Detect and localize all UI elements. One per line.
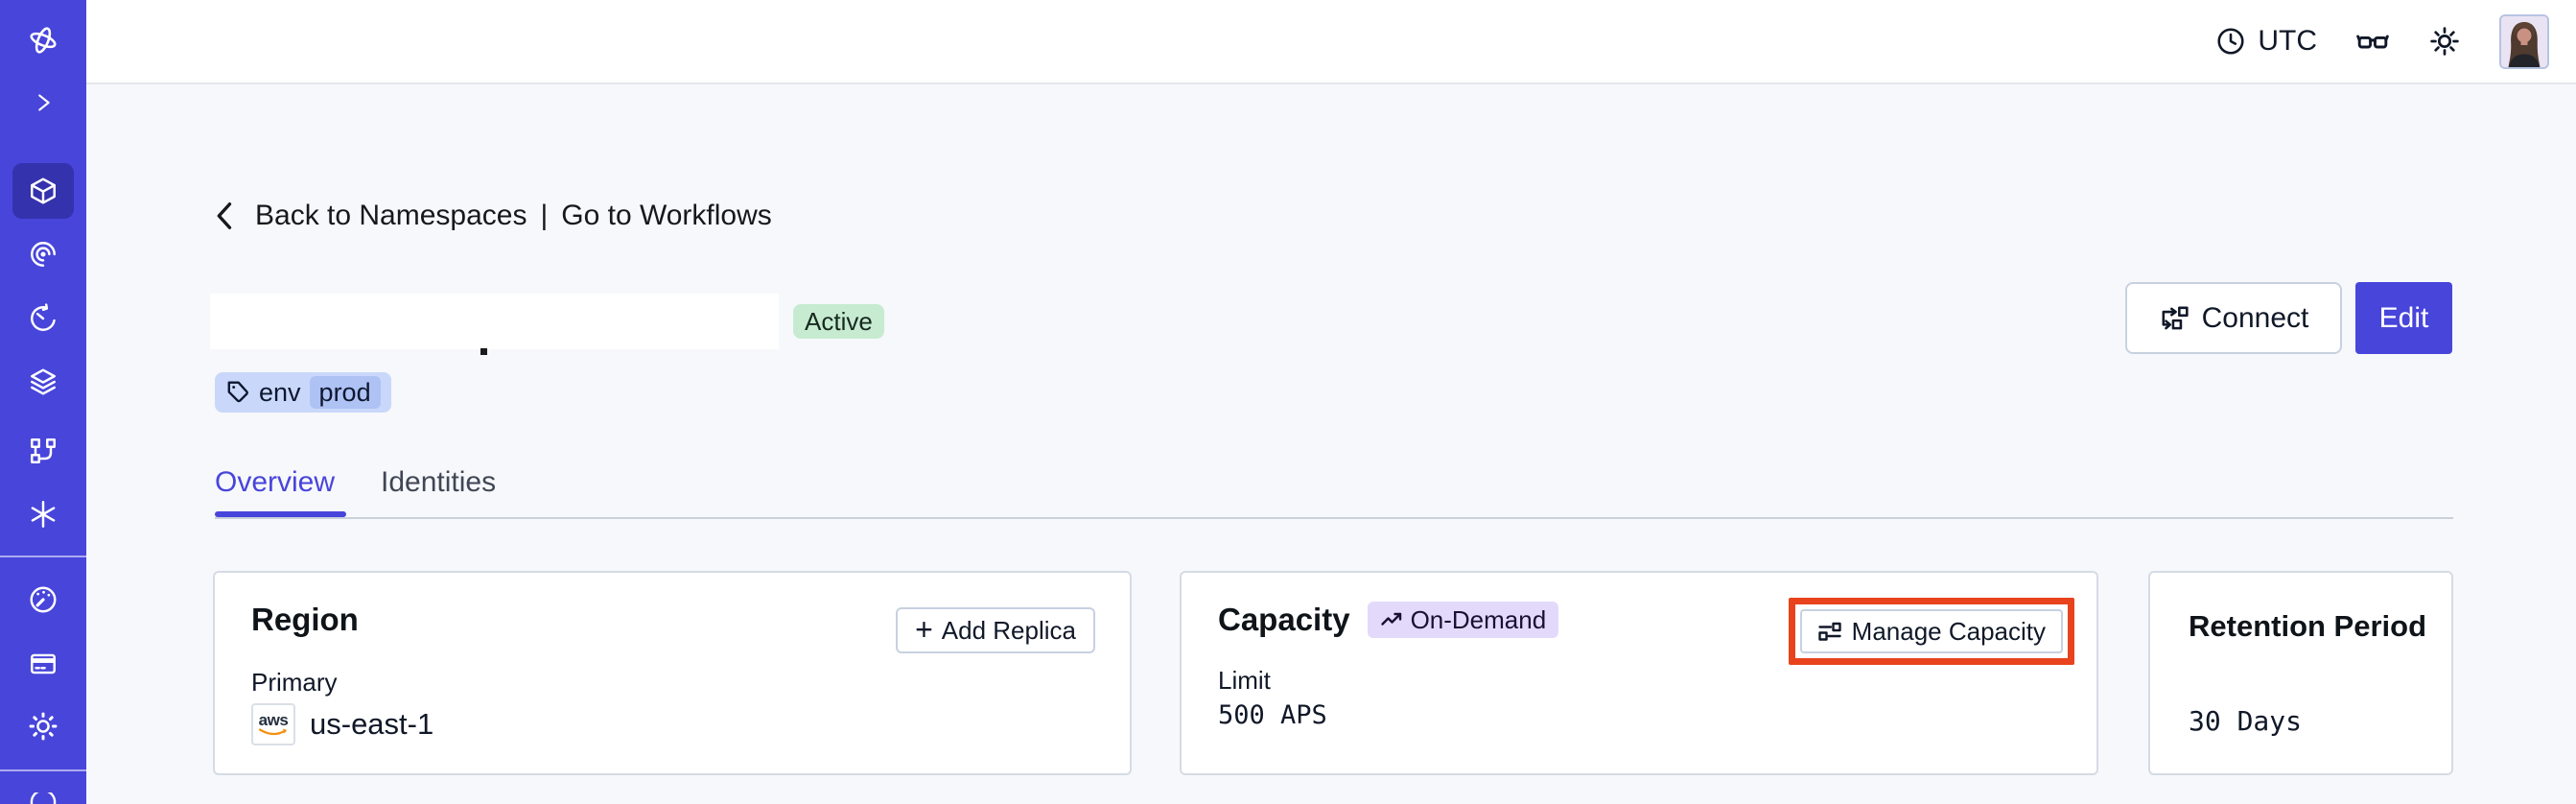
breadcrumb: Back to Namespaces | Go to Workflows <box>209 198 772 234</box>
status-badge: Active <box>793 304 884 339</box>
breadcrumb-workflows-link[interactable]: Go to Workflows <box>561 200 772 231</box>
trending-up-icon <box>1380 612 1401 626</box>
namespace-tag: env prod <box>215 372 391 413</box>
edit-button[interactable]: Edit <box>2355 282 2452 354</box>
aws-smile-icon <box>258 727 287 735</box>
batch-operations-branch-icon <box>31 438 56 463</box>
sidebar-item-settings[interactable] <box>20 703 66 749</box>
aws-provider-icon: aws <box>251 703 295 745</box>
theme-toggle-button[interactable] <box>2428 25 2461 58</box>
manage-capacity-label: Manage Capacity <box>1851 616 2046 646</box>
capacity-card-title: Capacity <box>1218 602 1350 637</box>
primary-label: Primary <box>251 668 338 697</box>
chevron-left-icon <box>217 202 232 229</box>
sidebar-expand-button[interactable] <box>20 80 66 126</box>
tag-value: prod <box>318 377 371 407</box>
breadcrumb-back-link[interactable]: Back to Namespaces <box>255 200 527 231</box>
chevron-right-icon <box>38 94 50 111</box>
limit-label: Limit <box>1218 666 1271 695</box>
sidebar-item-usage[interactable] <box>20 577 66 623</box>
sidebar-item-batch-operations[interactable] <box>20 428 66 474</box>
sidebar-item-namespaces[interactable] <box>20 168 66 214</box>
region-value-row: aws us-east-1 <box>251 703 433 745</box>
breadcrumb-separator: | <box>540 200 549 231</box>
temporal-logo[interactable] <box>20 17 66 63</box>
avatar[interactable] <box>2499 13 2549 69</box>
clock-icon <box>2217 28 2244 55</box>
region-card-title: Region <box>251 602 359 637</box>
region-value: us-east-1 <box>310 707 434 741</box>
namespace-title-redacted <box>210 294 779 349</box>
connect-button-label: Connect <box>2201 301 2309 334</box>
active-tab-underline <box>215 511 346 517</box>
tag-value-chip: prod <box>309 376 381 409</box>
glasses-icon <box>2356 35 2389 49</box>
status-badge-label: Active <box>805 306 873 336</box>
labs-toggle-button[interactable] <box>2355 24 2390 59</box>
sidebar-item-schedules[interactable] <box>20 296 66 342</box>
timezone-label: UTC <box>2258 25 2317 57</box>
help-icon <box>30 792 57 804</box>
retention-card: Retention Period 30 Days <box>2148 571 2453 775</box>
usage-gauge-icon <box>30 586 57 613</box>
settings-gear-icon <box>29 712 58 741</box>
tab-identities[interactable]: Identities <box>381 466 497 498</box>
retention-value: 30 Days <box>2189 705 2303 737</box>
schedules-clock-icon <box>31 303 56 331</box>
on-demand-label: On-Demand <box>1410 604 1547 634</box>
sidebar-item-workflows[interactable] <box>20 231 66 277</box>
capacity-header: Capacity On-Demand <box>1218 602 1559 638</box>
tab-bar-divider <box>215 517 2453 519</box>
sidebar-divider <box>0 769 86 771</box>
retention-card-title: Retention Period <box>2189 609 2427 643</box>
connect-flow-icon <box>2162 306 2189 329</box>
redacted-text-artifact <box>480 348 487 355</box>
sidebar-item-deployments[interactable] <box>20 359 66 405</box>
add-replica-label: Add Replica <box>941 615 1076 645</box>
sidebar-item-billing[interactable] <box>20 641 66 687</box>
topbar: UTC <box>86 0 2576 84</box>
connect-button[interactable]: Connect <box>2125 282 2342 354</box>
sidebar-item-help[interactable] <box>20 792 66 804</box>
back-button[interactable] <box>209 198 242 234</box>
sidebar-divider <box>0 556 86 557</box>
capacity-limit-value: 500 APS <box>1218 700 1327 730</box>
add-replica-button[interactable]: + Add Replica <box>896 607 1095 653</box>
sun-icon <box>2430 27 2459 56</box>
manage-capacity-button[interactable]: Manage Capacity <box>1799 609 2063 653</box>
namespaces-cube-icon <box>31 177 56 204</box>
avatar-photo <box>2501 15 2547 67</box>
aws-wordmark: aws <box>258 710 289 729</box>
sidebar-item-nexus[interactable] <box>20 491 66 537</box>
region-card: Region + Add Replica Primary aws us-east… <box>213 571 1132 775</box>
sliders-icon <box>1817 622 1841 641</box>
sidebar <box>0 0 86 804</box>
temporal-logo-icon <box>30 27 57 54</box>
billing-card-icon <box>31 653 56 674</box>
capacity-card: Capacity On-Demand <box>1180 571 2098 775</box>
edit-button-label: Edit <box>2378 301 2429 334</box>
workflows-spiral-icon <box>31 242 56 267</box>
tab-overview[interactable]: Overview <box>215 466 336 498</box>
plus-icon: + <box>915 611 933 647</box>
tag-icon <box>227 381 248 403</box>
on-demand-badge: On-Demand <box>1367 602 1559 638</box>
deployments-layers-icon <box>31 368 56 395</box>
annotation-highlight-box: Manage Capacity <box>1788 598 2074 665</box>
timezone-button[interactable]: UTC <box>2215 25 2317 58</box>
tag-key: env <box>259 377 301 407</box>
nexus-asterisk-icon <box>31 500 56 529</box>
